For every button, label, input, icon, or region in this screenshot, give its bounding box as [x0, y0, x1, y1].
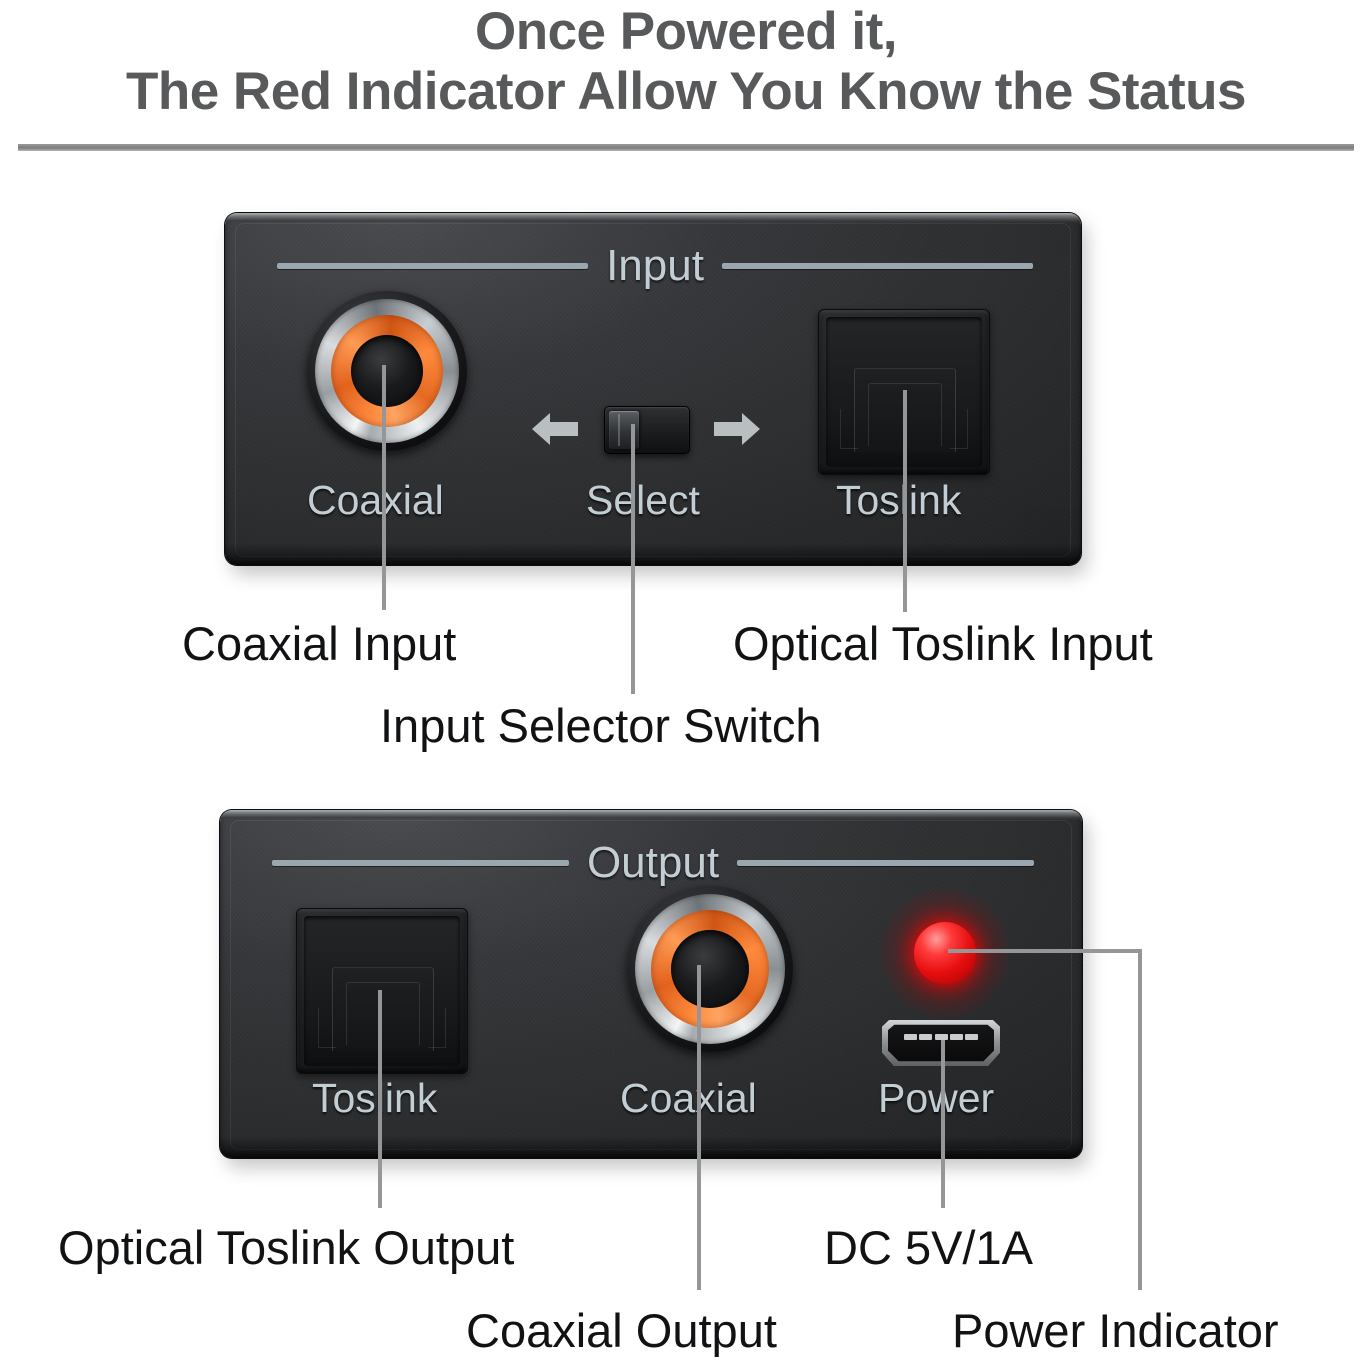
- leader-coaxial-output: [697, 965, 701, 1290]
- led-bulb: [914, 922, 976, 984]
- toslink-output-port[interactable]: [296, 908, 468, 1074]
- input-header-label: Input: [606, 241, 704, 290]
- title-divider: [18, 144, 1354, 151]
- toslink-notch-right: [427, 1008, 446, 1048]
- leader-toslink-input: [903, 390, 907, 612]
- callout-coaxial-input: Coaxial Input: [182, 617, 457, 670]
- chassis-bottom-shadow: [220, 1136, 1082, 1158]
- callout-input-selector-switch: Input Selector Switch: [380, 699, 822, 752]
- coaxial-input-jack[interactable]: [307, 291, 467, 451]
- toslink-input-silk-label: Toslink: [836, 477, 962, 523]
- header-rule-right: [737, 860, 1034, 866]
- leader-toslink-output: [378, 990, 382, 1208]
- left-arrow-icon: [532, 409, 578, 449]
- title-line-1: Once Powered it,: [474, 2, 898, 61]
- chassis-bottom-shadow: [225, 543, 1081, 565]
- toslink-shutter-outer: [332, 967, 434, 1051]
- toslink-output-silk-label: Toslink: [312, 1075, 438, 1121]
- coaxial-output-jack[interactable]: [627, 886, 793, 1052]
- leader-dc-power: [941, 1040, 945, 1208]
- input-selector-switch[interactable]: [604, 406, 690, 454]
- callout-power-indicator: Power Indicator: [952, 1304, 1279, 1357]
- toslink-notch-left: [318, 1008, 337, 1048]
- toslink-recess: [304, 916, 460, 1066]
- header-rule-right: [721, 263, 1033, 269]
- page-title: Once Powered it, The Red Indicator Allow…: [0, 2, 1372, 122]
- leader-power-indicator-vertical: [1138, 949, 1142, 1290]
- rca-center-hole: [671, 930, 749, 1008]
- toslink-shutter-inner: [868, 383, 942, 446]
- callout-coaxial-output: Coaxial Output: [466, 1304, 777, 1357]
- output-header-label: Output: [586, 838, 720, 887]
- callout-dc-power: DC 5V/1A: [824, 1221, 1033, 1274]
- coaxial-input-silk-label: Coaxial: [307, 477, 444, 523]
- header-rule-left: [277, 263, 589, 269]
- select-silk-label: Select: [586, 477, 700, 523]
- output-section-header: Output: [272, 832, 1034, 894]
- leader-power-indicator-horizontal: [948, 949, 1142, 953]
- chassis-top-bevel: [220, 810, 1082, 820]
- toslink-notch-left: [840, 409, 859, 449]
- input-section-header: Input: [277, 235, 1033, 297]
- power-led-indicator: [880, 888, 1010, 1018]
- chassis-top-bevel: [225, 213, 1081, 223]
- callout-optical-toslink-output: Optical Toslink Output: [58, 1221, 515, 1274]
- rca-center-hole: [351, 335, 423, 407]
- toslink-shutter-inner: [346, 982, 420, 1045]
- right-arrow-icon: [714, 409, 760, 449]
- callout-optical-toslink-input: Optical Toslink Input: [733, 617, 1153, 670]
- leader-input-selector: [631, 424, 635, 694]
- leader-coaxial-input: [382, 365, 386, 610]
- title-line-2: The Red Indicator Allow You Know the Sta…: [125, 62, 1247, 121]
- power-silk-label: Power: [878, 1075, 995, 1121]
- toslink-notch-right: [949, 409, 968, 449]
- header-rule-left: [272, 860, 569, 866]
- coaxial-output-silk-label: Coaxial: [620, 1075, 757, 1121]
- usb-contact-pins: [904, 1033, 978, 1040]
